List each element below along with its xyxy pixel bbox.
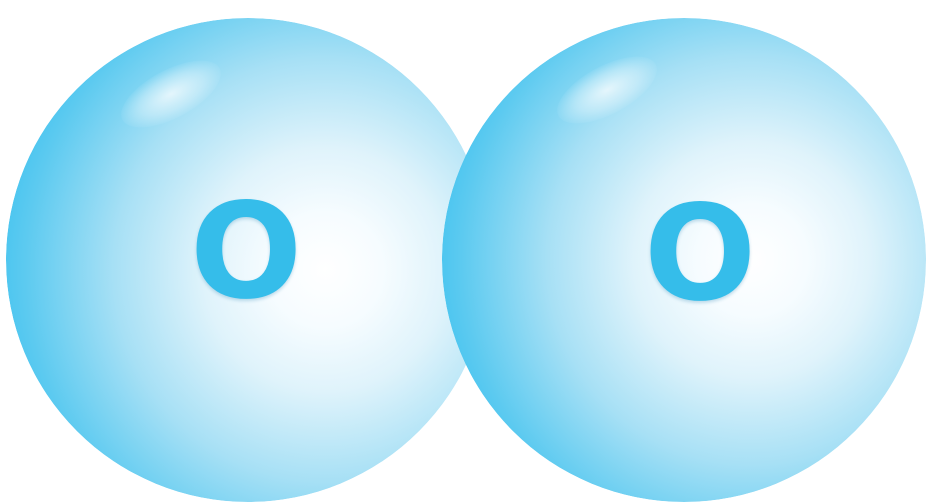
oxygen-atom-right: O	[442, 18, 926, 502]
oxygen-atom-left: O	[6, 18, 490, 502]
atom-symbol-label: O	[190, 186, 302, 318]
atom-symbol-label: O	[644, 188, 756, 320]
